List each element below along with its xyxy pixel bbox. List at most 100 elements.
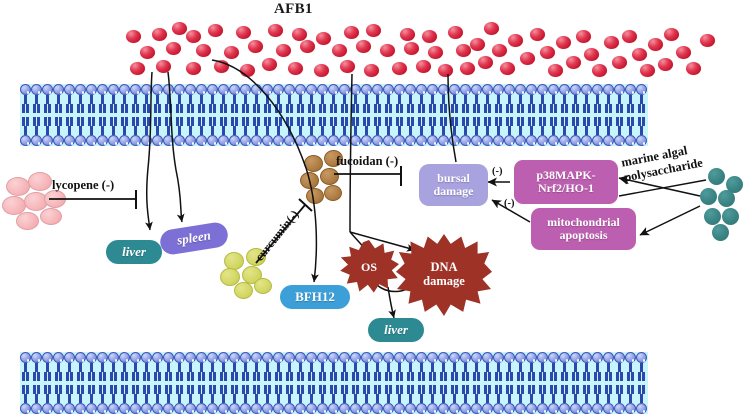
phospholipid-tail-fork (120, 117, 124, 126)
phospholipid-head (152, 352, 163, 363)
phospholipid-tail-fork (367, 385, 371, 394)
phospholipid-head (284, 84, 295, 95)
phospholipid-head (317, 403, 328, 414)
phospholipid-head (526, 352, 537, 363)
phospholipid-tail-fork (274, 372, 278, 381)
phospholipid-tail-fork (219, 117, 223, 126)
phospholipid-tail-fork (505, 372, 509, 381)
phospholipid-tail-fork (356, 372, 360, 381)
phospholipid-tail-fork (318, 104, 322, 113)
phospholipid-tail (211, 363, 214, 372)
node-dna-damage[interactable]: DNA damage (396, 234, 492, 316)
phospholipid-tail-fork (488, 117, 492, 126)
phospholipid-tail-fork (147, 372, 151, 381)
phospholipid-head (86, 135, 97, 146)
phospholipid-tail-fork (43, 104, 47, 113)
afb1-molecule (460, 62, 475, 75)
phospholipid-head (163, 135, 174, 146)
phospholipid-tail (420, 394, 423, 403)
phospholipid-tail-fork (543, 372, 547, 381)
phospholipid-tail (277, 363, 280, 372)
target-liver-top[interactable]: liver (106, 240, 162, 264)
phospholipid-tail (24, 363, 27, 372)
phospholipid-tail-fork (521, 385, 525, 394)
phospholipid-head (339, 403, 350, 414)
phospholipid-tail-fork (626, 385, 630, 394)
phospholipid-tail-fork (98, 372, 102, 381)
phospholipid-tail (57, 126, 60, 135)
phospholipid-head (328, 135, 339, 146)
phospholipid-tail-fork (576, 385, 580, 394)
phospholipid-tail-fork (230, 117, 234, 126)
target-bfh12[interactable]: BFH12 (280, 285, 350, 309)
phospholipid-tail (24, 394, 27, 403)
phospholipid-head (317, 135, 328, 146)
phospholipid-tail-fork (285, 117, 289, 126)
node-p38mapk[interactable]: p38MAPK- Nrf2/HO-1 (514, 160, 618, 204)
phospholipid-tail-fork (230, 385, 234, 394)
afb1-molecule (248, 40, 263, 53)
phospholipid-tail-fork (318, 372, 322, 381)
target-spleen[interactable]: spleen (158, 220, 230, 257)
node-os[interactable]: OS (340, 240, 399, 293)
phospholipid-head (86, 84, 97, 95)
phospholipid-tail (519, 363, 522, 372)
phospholipid-head (504, 352, 515, 363)
phospholipid-tail (365, 363, 368, 372)
phospholipid-head (603, 403, 614, 414)
phospholipid-tail (475, 363, 478, 372)
phospholipid-pair (64, 84, 75, 146)
phospholipid-tail-fork (444, 372, 448, 381)
phospholipid-tail (508, 95, 511, 104)
phospholipid-tail (563, 394, 566, 403)
phospholipid-tail-fork (87, 104, 91, 113)
phospholipid-tail-fork (587, 104, 591, 113)
fucoidan-label: fucoidan (-) (336, 154, 398, 169)
phospholipid-pair (614, 352, 625, 414)
phospholipid-tail-fork (406, 372, 410, 381)
afb1-molecule (612, 56, 627, 69)
phospholipid-tail-fork (417, 104, 421, 113)
phospholipid-tail-fork (175, 117, 179, 126)
phospholipid-head (20, 135, 31, 146)
phospholipid-tail-fork (241, 385, 245, 394)
phospholipid-tail-fork (191, 372, 195, 381)
phospholipid-tail (629, 394, 632, 403)
phospholipid-tail-fork (109, 372, 113, 381)
phospholipid-tail-fork (494, 104, 498, 113)
phospholipid-tail-fork (186, 372, 190, 381)
phospholipid-tail-fork (351, 372, 355, 381)
lycopene-molecule (28, 172, 52, 191)
phospholipid-tail (24, 126, 27, 135)
phospholipid-pair (141, 352, 152, 414)
target-bursal-damage[interactable]: bursal damage (419, 164, 488, 206)
afb1-molecule (186, 30, 201, 43)
phospholipid-head (559, 84, 570, 95)
phospholipid-tail (343, 394, 346, 403)
phospholipid-tail-fork (153, 372, 157, 381)
phospholipid-tail-fork (450, 372, 454, 381)
phospholipid-tail-fork (554, 372, 558, 381)
phospholipid-pair (427, 84, 438, 146)
phospholipid-pair (284, 84, 295, 146)
phospholipid-tail-fork (329, 385, 333, 394)
target-liver-bottom[interactable]: liver (368, 318, 424, 342)
phospholipid-pair (218, 352, 229, 414)
phospholipid-tail (574, 126, 577, 135)
phospholipid-tail (442, 363, 445, 372)
phospholipid-tail-fork (318, 385, 322, 394)
node-mitochondrial-apoptosis[interactable]: mitochondrial apoptosis (531, 208, 636, 250)
phospholipid-tail-fork (131, 372, 135, 381)
phospholipid-tail-fork (323, 385, 327, 394)
afb1-molecule (208, 24, 223, 37)
phospholipid-head (130, 352, 141, 363)
phospholipid-tail-fork (43, 372, 47, 381)
phospholipid-tail (552, 126, 555, 135)
fucoidan-label-text: fucoidan (336, 154, 383, 168)
phospholipid-tail (596, 394, 599, 403)
phospholipid-tail (398, 394, 401, 403)
phospholipid-head (31, 403, 42, 414)
phospholipid-tail (442, 126, 445, 135)
phospholipid-tail-fork (230, 372, 234, 381)
phospholipid-tail (376, 95, 379, 104)
